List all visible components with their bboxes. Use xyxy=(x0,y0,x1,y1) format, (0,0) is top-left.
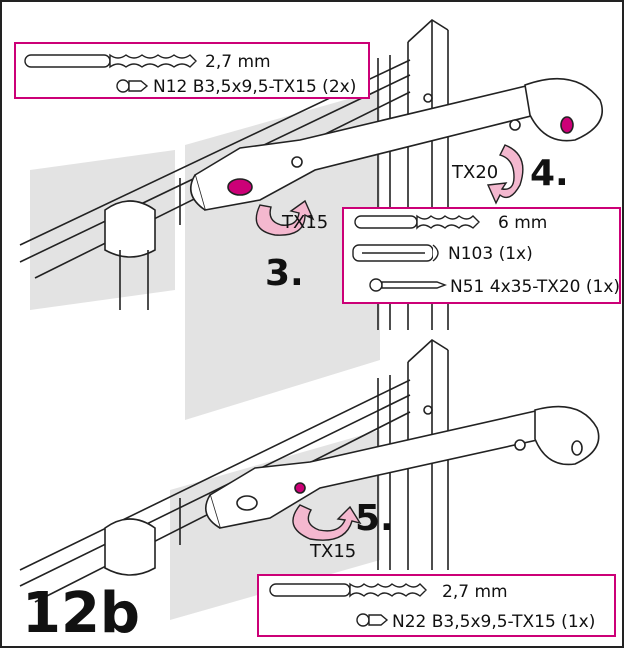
screw-spec: N51 4x35-TX20 (1x) xyxy=(450,277,620,297)
stabiliser-arm-bottom xyxy=(204,405,600,529)
rotation-arrow-4 xyxy=(486,144,524,205)
screw-hole-5 xyxy=(294,482,306,494)
step-number-5: 5. xyxy=(355,498,394,539)
stabiliser-arm-top xyxy=(189,77,603,211)
info-box-top-left: 2,7 mm N12 B3,5x9,5-TX15 (2x) xyxy=(14,42,370,99)
info-box-mid-right: 6 mm N103 (1x) N51 4x35-TX20 (1x) xyxy=(342,207,621,304)
step-number-3: 3. xyxy=(265,253,304,294)
tool-label-3: TX15 xyxy=(281,212,328,233)
dowel-spec: N103 (1x) xyxy=(448,244,533,264)
step-number-4: 4. xyxy=(530,153,569,194)
drill-bit-icon xyxy=(354,214,480,230)
wall-plug-icon xyxy=(352,244,439,262)
glass-panel-left xyxy=(30,150,175,310)
screw-icon xyxy=(369,278,447,292)
bottom-scene: TX15 5. xyxy=(19,338,600,620)
screw-spec: N12 B3,5x9,5-TX15 (2x) xyxy=(153,77,356,97)
screw-spec: N22 B3,5x9,5-TX15 (1x) xyxy=(392,612,595,632)
tool-label-5: TX15 xyxy=(309,541,356,562)
hinge-bottom xyxy=(104,518,156,576)
drill-size: 6 mm xyxy=(498,213,547,233)
drill-bit-icon xyxy=(24,53,197,69)
rotation-arrow-3 xyxy=(255,199,315,236)
screw-icon xyxy=(116,79,149,93)
top-scene: TX15 3. TX20 4. xyxy=(19,18,603,420)
drill-size: 2,7 mm xyxy=(205,52,271,72)
drill-size: 2,7 mm xyxy=(442,582,508,602)
figure-label: 12b xyxy=(22,581,140,646)
tool-label-4: TX20 xyxy=(451,162,498,183)
screw-hole-4 xyxy=(560,116,574,134)
rotation-arrow-5 xyxy=(292,504,362,541)
hinge-top xyxy=(104,200,156,310)
info-box-bottom-right: 2,7 mm N22 B3,5x9,5-TX15 (1x) xyxy=(257,574,616,637)
screw-icon xyxy=(356,613,389,627)
screw-hole-3 xyxy=(227,178,253,196)
drill-bit-icon xyxy=(269,582,427,598)
